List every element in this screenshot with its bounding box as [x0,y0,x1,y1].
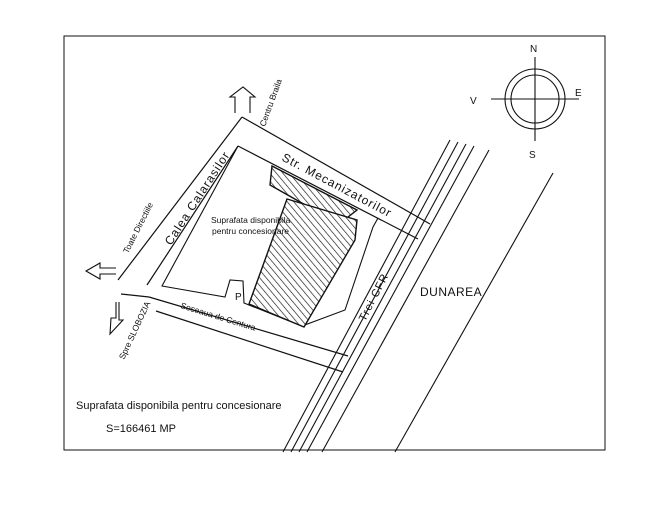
label-suprafata-line1: Suprafata disponibila [211,215,291,225]
danube-bank [394,172,554,453]
compass-south: S [529,150,536,161]
arrow-up-centru-braila-icon [228,86,257,113]
road-calea-calarasilor [117,116,243,298]
label-suprafata-line2: pentru concesionare [212,226,289,236]
label-toate-directiile: Toate Directiile [121,200,155,254]
map-frame [63,35,606,451]
compass-west: V [470,96,477,107]
label-dunarea: DUNAREA [420,285,482,299]
legend-title: Suprafata disponibila pentru concesionar… [76,400,281,412]
concession-area-main [248,198,358,328]
road-str-mecanizatorilor [237,116,431,240]
label-spre-slobozia: Spre SLOBOZIA [117,299,153,360]
compass-north: N [530,44,537,55]
label-railway: Trei CFR [357,271,391,323]
railway-lines [282,139,490,453]
compass-east: E [575,88,582,99]
label-parking: P [235,292,242,303]
arrow-left-toate-directiile-icon [84,262,116,280]
legend-area: S=166461 MP [106,423,176,435]
label-centru-braila: Centru Braila [257,77,283,127]
arrow-down-slobozia-icon [109,302,125,336]
label-soseaua-de-centura: Soseaua de Centura [179,300,257,332]
road-soseaua-de-centura [148,296,349,373]
parcel-outline [161,145,379,327]
compass-rose-icon [491,57,579,141]
